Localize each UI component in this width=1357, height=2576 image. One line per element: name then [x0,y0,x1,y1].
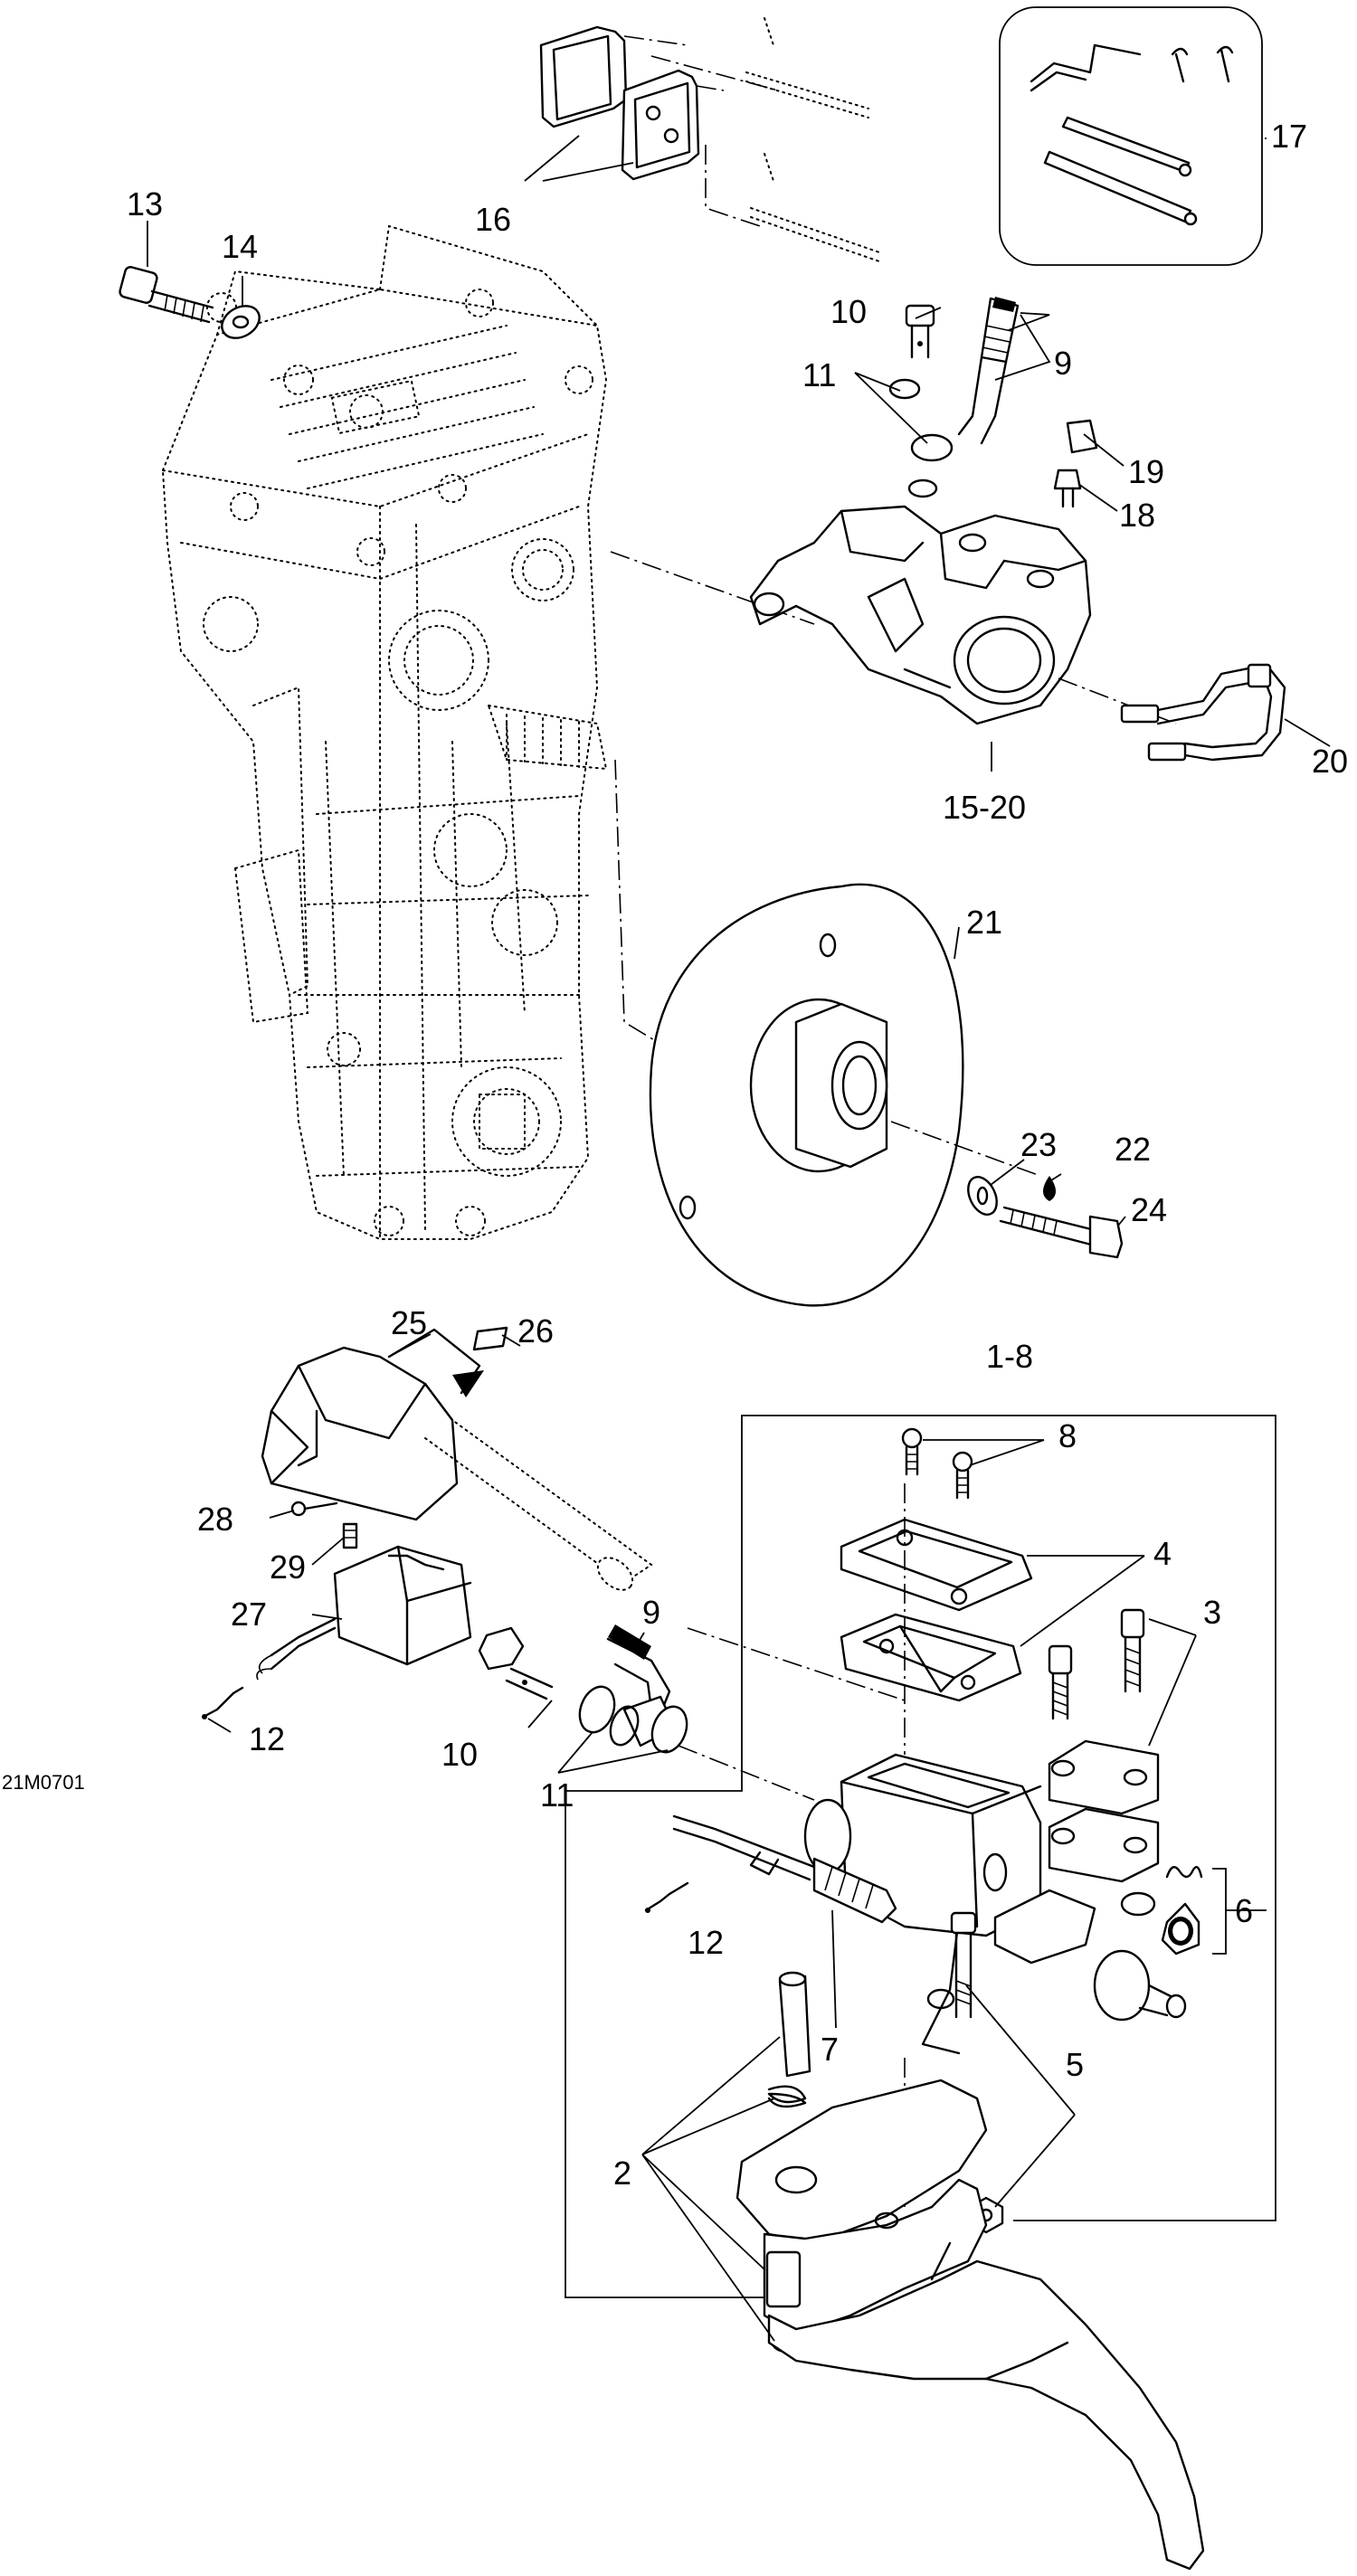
explosion-line-fitting [678,1745,815,1801]
clip-12-left [202,1686,244,1719]
callout-16: 16 [475,201,511,238]
washers-11-bottom [578,1685,688,1754]
clamp-screws-3 [1048,1608,1145,1720]
callout-28: 28 [197,1501,233,1538]
callout-7: 7 [821,2031,839,2068]
pin-kit-17 [999,6,1263,266]
label-26 [472,1326,508,1351]
callout-17: 17 [1271,118,1307,155]
banjo-bolt-10-top [905,304,935,359]
screw-28 [290,1501,338,1517]
gearbox-housing [161,224,608,1240]
callouts: 13 14 16 17 10 9 11 19 18 15-20 20 21 22… [2,118,1348,2192]
banjo-bolt-10-bottom [478,1626,554,1700]
callout-12-left: 12 [249,1720,285,1757]
bolt-13 [119,266,214,324]
set-screw-29 [342,1522,358,1549]
callout-2: 2 [613,2155,631,2192]
callout-23: 23 [1020,1126,1057,1163]
plug-6 [1120,1866,1227,1956]
callout-18: 18 [1119,497,1155,534]
callout-6: 6 [1235,1892,1253,1929]
callout-5: 5 [1066,2046,1084,2083]
washers-11-top [888,378,954,498]
callout-21: 21 [966,904,1002,941]
brake-disc-21 [649,883,964,1307]
screws-8 [901,1427,973,1500]
brake-pads-16 [539,25,725,181]
callout-29: 29 [270,1548,306,1586]
leader-lines [147,135,1331,2342]
reservoir-cover-4 [840,1518,1033,1702]
callout-9-bottom: 9 [642,1594,660,1631]
switch-27 [256,1545,472,1681]
switch-housing-25 [261,1328,653,1591]
callout-12-right: 12 [688,1924,724,1961]
callout-22: 22 [1115,1131,1151,1168]
washer-23 [967,1176,998,1216]
callout-13: 13 [127,185,163,223]
bleeder-screw-18 [1053,469,1082,508]
callout-11-bottom: 11 [540,1776,574,1814]
callout-27: 27 [231,1596,267,1633]
drawing-code: 21M0701 [2,1771,85,1794]
brake-hose-9-top [957,297,1020,445]
grease-drop-22 [1043,1176,1056,1201]
callout-1-8: 1-8 [986,1338,1033,1375]
callout-9-top: 9 [1054,345,1072,382]
callout-14: 14 [222,228,258,265]
brake-line-20 [1120,663,1286,762]
lever-bushing [1093,1949,1187,2022]
master-cylinder-body [803,1753,1096,2055]
pushrod-7 [672,1814,897,1924]
callout-26: 26 [517,1312,554,1350]
explosion-line-disc [614,759,670,1050]
callout-11-top: 11 [802,356,836,393]
callout-15-20: 15-20 [943,789,1026,826]
callout-25: 25 [391,1304,427,1341]
bolt-24 [999,1206,1124,1259]
brake-caliper-15 [749,505,1092,725]
callout-3: 3 [1203,1594,1221,1631]
assembly-box-1-8 [565,1415,1276,2298]
callout-20: 20 [1312,743,1348,780]
callout-4: 4 [1153,1535,1172,1572]
pad-pins-dotted [650,17,883,263]
bleeder-cap-19 [1066,419,1098,454]
callout-19: 19 [1128,453,1164,490]
clip-12-right [644,1881,689,1913]
pivot-bolt-5 [950,1911,977,2019]
callout-24: 24 [1131,1191,1167,1228]
explosion-line-hose [687,1627,906,1701]
callout-10-bottom: 10 [441,1736,478,1773]
brake-lever [735,2079,1205,2571]
washer-14 [221,305,261,339]
callout-8: 8 [1058,1417,1077,1454]
clamp-3 [1048,1739,1160,1883]
explosion-line-disc-bolt [890,1121,1041,1177]
callout-10-top: 10 [830,293,867,330]
